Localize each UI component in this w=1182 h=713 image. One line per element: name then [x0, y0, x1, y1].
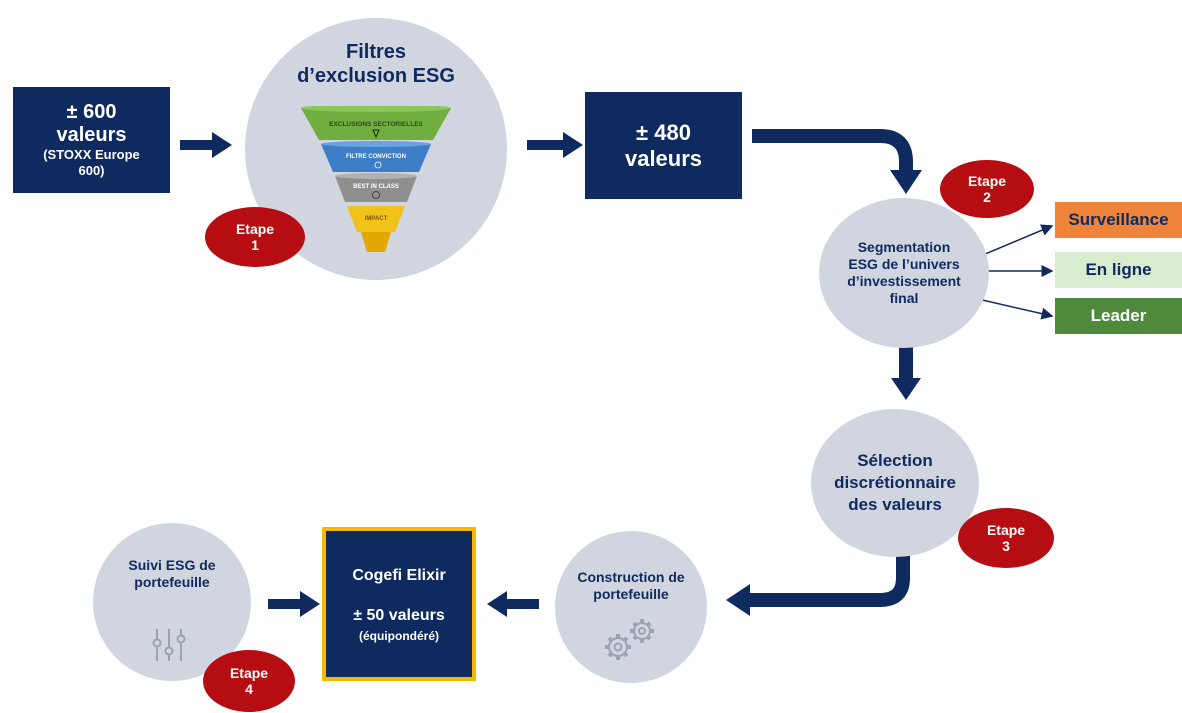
step-4-badge: Etape 4 — [203, 650, 295, 712]
esg-funnel-icon: EXCLUSIONS SECTORIELLES FILTRE CONVICTIO… — [301, 106, 451, 252]
arrow-filters-to-mid — [527, 132, 583, 158]
segmentation-circle: Segmentation ESG de l’univers d’investis… — [819, 198, 989, 348]
arrow-construction-to-fund — [487, 591, 539, 617]
start-index-cont: 600) — [78, 163, 105, 178]
gears-icon — [605, 619, 654, 660]
fund-count: ± 50 valeurs — [353, 607, 445, 624]
step-2-badge: Etape 2 — [940, 160, 1034, 218]
start-index: (STOXX Europe — [43, 147, 140, 162]
category-leader: Leader — [1055, 298, 1182, 334]
filters-circle: Filtres d’exclusion ESG EXCLUSIONS SECTO… — [245, 18, 507, 280]
construction-label: Construction de portefeuille — [577, 569, 685, 602]
filtered-unit: valeurs — [624, 145, 703, 171]
fund-box: Cogefi Elixir ± 50 valeurs (équipondéré) — [322, 527, 476, 681]
sliders-icon — [152, 629, 186, 661]
step-3-badge: Etape 3 — [958, 508, 1054, 568]
filtered-universe-box: ± 480 valeurs — [585, 92, 742, 199]
construction-circle: Construction de portefeuille — [555, 531, 707, 683]
funnel-label-best-in-class: BEST IN CLASS — [353, 184, 399, 190]
arrow-mid-to-segmentation — [752, 129, 922, 194]
funnel-label-conviction: FILTRE CONVICTION — [346, 154, 406, 160]
step-1-badge: Etape 1 — [205, 207, 305, 267]
category-surveillance: Surveillance — [1055, 202, 1182, 238]
fund-name: Cogefi Elixir — [352, 567, 446, 584]
funnel-label-impact: IMPACT — [365, 216, 388, 222]
category-en-ligne: En ligne — [1055, 252, 1182, 288]
arrow-suivi-to-fund — [268, 591, 320, 617]
start-count: ± 600 — [66, 101, 117, 123]
arrows-to-categories — [977, 224, 1054, 320]
funnel-label-exclusions: EXCLUSIONS SECTORIELLES — [329, 121, 423, 128]
start-unit: valeurs — [56, 124, 127, 146]
arrow-segmentation-to-selection — [891, 346, 921, 400]
selection-circle: Sélection discrétionnaire des valeurs — [811, 409, 979, 557]
arrow-selection-to-construction — [726, 555, 910, 616]
filters-title: Filtres d’exclusion ESG — [297, 41, 455, 87]
filtered-count: ± 480 — [636, 119, 691, 145]
suivi-label: Suivi ESG de portefeuille — [128, 557, 216, 590]
start-universe-box: ± 600 valeurs (STOXX Europe 600) — [13, 87, 170, 193]
arrow-start-to-filters — [180, 132, 232, 158]
fund-weighting: (équipondéré) — [359, 629, 439, 643]
